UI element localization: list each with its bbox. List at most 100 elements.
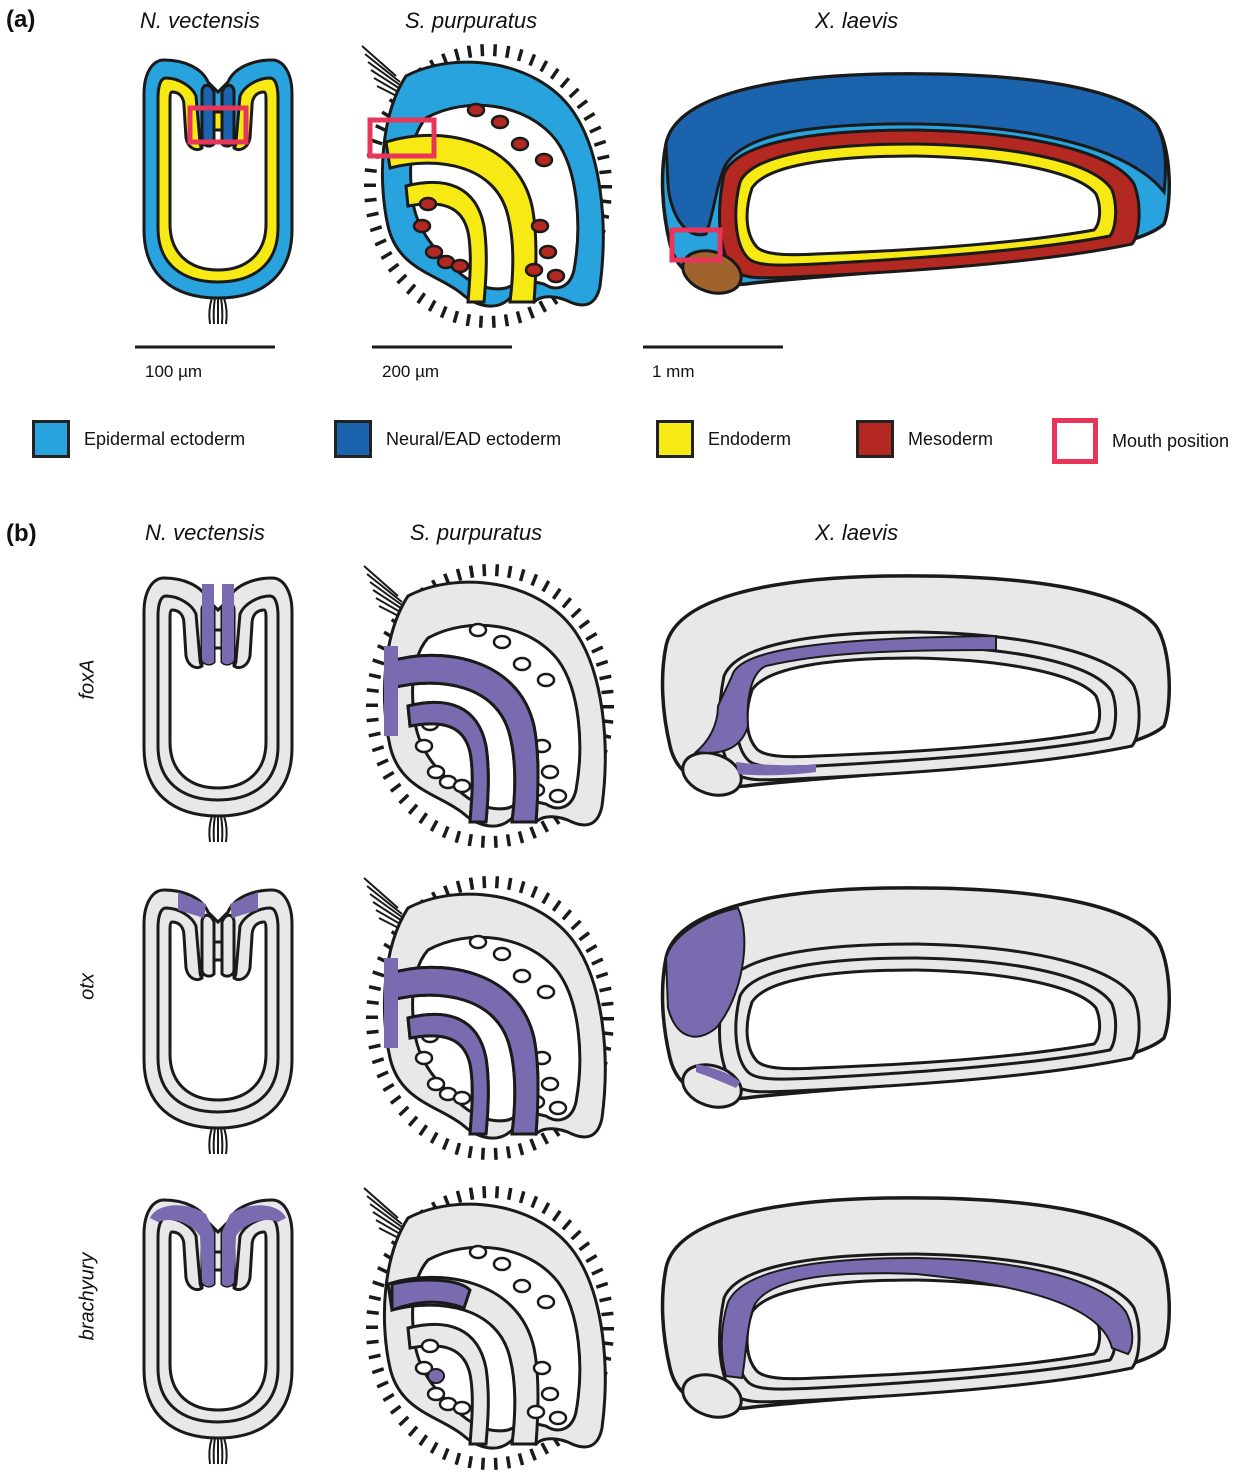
cilium <box>369 1297 381 1300</box>
cilium <box>543 1203 549 1214</box>
cilium <box>471 566 473 578</box>
apical-tuft <box>221 1128 222 1154</box>
nv-pharynx-right <box>222 85 234 146</box>
sp-mesenchyme-cell <box>414 220 430 232</box>
sp-mesenchyme-cell <box>532 220 548 232</box>
cilium <box>389 264 399 271</box>
nv-pharynx-left <box>202 915 214 976</box>
cilium <box>596 661 607 665</box>
apical-tuft <box>214 1128 215 1154</box>
cilium <box>592 647 603 652</box>
sp-mesenchyme-cell <box>470 624 486 636</box>
cilium <box>372 1369 383 1373</box>
cilium <box>469 1456 471 1468</box>
cilium <box>383 1084 393 1090</box>
apical-tuft <box>209 298 212 324</box>
cilium <box>590 127 601 132</box>
cilium <box>517 311 520 323</box>
cilium <box>391 1096 401 1103</box>
cilium <box>481 316 482 328</box>
panel-b-row-brachyury <box>144 1186 1169 1470</box>
cilium <box>580 1243 590 1250</box>
cilium <box>409 1427 417 1436</box>
cilium <box>572 609 581 617</box>
cilium <box>484 1186 485 1198</box>
cilium <box>369 733 381 736</box>
cilium <box>508 1456 510 1468</box>
sp-oral-ectoderm-expr <box>384 958 398 1048</box>
sp-mesenchyme-cell <box>416 740 432 752</box>
cilium <box>418 293 425 303</box>
cilium <box>531 1139 535 1150</box>
sp-mesenchyme-cell <box>494 1258 510 1270</box>
cilium <box>373 1282 384 1286</box>
cilium <box>508 834 510 846</box>
cilium <box>563 910 571 919</box>
cilium <box>600 676 612 679</box>
apical-cilium <box>362 46 396 76</box>
cilium <box>578 101 588 108</box>
sp-mesenchyme-cell <box>454 1092 470 1104</box>
cilium <box>600 1298 612 1301</box>
sp-mesenchyme-cell <box>428 1078 444 1090</box>
cilium <box>483 1148 484 1160</box>
cilium <box>497 564 498 576</box>
sp-mesenchyme-cell <box>536 154 552 166</box>
cilium <box>584 113 594 119</box>
cilium <box>493 316 494 328</box>
cilium <box>586 1255 596 1261</box>
cilium <box>400 1417 409 1425</box>
cilium <box>441 307 446 318</box>
cilium <box>586 633 596 639</box>
sp-mesenchyme-cell <box>540 246 556 258</box>
cilium <box>521 569 524 581</box>
cilium <box>506 314 508 326</box>
cilium <box>367 213 379 216</box>
cilium <box>509 1188 511 1200</box>
apical-tuft <box>224 1128 227 1154</box>
cilium <box>471 878 473 890</box>
apical-tuft <box>214 1438 215 1464</box>
cilium <box>471 1188 473 1200</box>
sp-mesenchyme-cell <box>468 104 484 116</box>
nv-foxa-expr-left <box>202 584 214 664</box>
sp-mesenchyme-cell <box>534 1362 550 1374</box>
sp-mesenchyme-cell <box>428 1388 444 1400</box>
cilium <box>521 1191 524 1203</box>
cilium <box>420 813 427 823</box>
cilium <box>530 54 535 65</box>
cilium <box>469 46 471 58</box>
apical-tuft <box>214 816 215 842</box>
cilium <box>367 1312 379 1313</box>
cilium <box>369 1355 381 1358</box>
cilium <box>383 772 393 778</box>
sp-mesenchyme-cell <box>416 1052 432 1064</box>
cilium <box>532 574 537 585</box>
cilium <box>400 795 409 803</box>
cilium <box>553 901 560 911</box>
cilium <box>563 598 571 607</box>
apical-tuft <box>221 1438 222 1464</box>
apical-tuft <box>209 1128 212 1154</box>
sp-oral-ectoderm-expr <box>384 646 398 736</box>
cilium <box>495 1458 496 1470</box>
cilium <box>529 307 533 318</box>
sp-mesenchyme-cell <box>550 1102 566 1114</box>
nv-pharynx-left <box>202 85 214 146</box>
cilium <box>540 301 546 312</box>
sp-mesenchyme-cell <box>512 138 528 150</box>
cilium <box>551 69 558 79</box>
cilium <box>484 564 485 576</box>
cilium <box>521 881 524 893</box>
sp-mesenchyme-cell <box>454 780 470 792</box>
cilium <box>600 988 612 991</box>
cilium <box>553 589 560 599</box>
cilium <box>586 945 596 951</box>
cilium <box>429 301 435 312</box>
cilium <box>541 61 547 72</box>
sp-mesenchyme-cell <box>426 246 442 258</box>
sp-mesenchyme-cell <box>454 1402 470 1414</box>
sp-mesenchyme-cell <box>452 260 468 272</box>
sp-mesenchyme-cell <box>470 936 486 948</box>
